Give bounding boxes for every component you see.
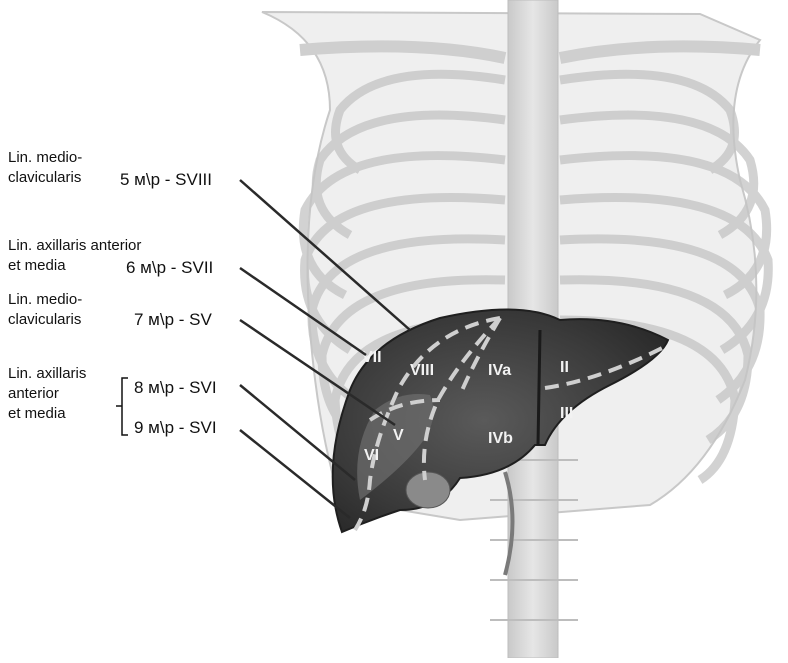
- segment-label: VI: [364, 447, 379, 464]
- segment-label: V: [393, 427, 404, 444]
- level-label: 8 м\р - SVI: [134, 378, 217, 398]
- level-label: 6 м\р - SVII: [126, 258, 213, 278]
- label-text: clavicularis: [8, 168, 82, 188]
- segment-label: VII: [362, 349, 382, 366]
- segment-label: IVb: [488, 430, 513, 447]
- level-bracket: [116, 378, 128, 435]
- label-text: anterior: [8, 384, 86, 404]
- label-text: Lin. medio-: [8, 290, 82, 310]
- segment-label: III: [560, 405, 573, 422]
- label-text: Lin. axillaris anterior: [8, 236, 141, 256]
- label-text: et media: [8, 404, 86, 424]
- line-label-axillaris-1: Lin. axillaris anterior et media: [8, 236, 141, 276]
- label-text: Lin. axillaris: [8, 364, 86, 384]
- line-label-axillaris-2: Lin. axillaris anterior et media: [8, 364, 86, 424]
- falciform-ligament: [538, 330, 540, 445]
- label-text: et media: [8, 256, 141, 276]
- level-label: 9 м\р - SVI: [134, 418, 217, 438]
- line-label-medioclavicularis-2: Lin. medio- clavicularis: [8, 290, 82, 330]
- label-text: Lin. medio-: [8, 148, 82, 168]
- segment-label: II: [560, 359, 569, 376]
- segment-label: VIII: [410, 362, 434, 379]
- level-label: 5 м\р - SVIII: [120, 170, 212, 190]
- line-label-medioclavicularis-1: Lin. medio- clavicularis: [8, 148, 82, 188]
- gallbladder: [406, 472, 450, 508]
- label-text: clavicularis: [8, 310, 82, 330]
- segment-label: IVa: [488, 362, 511, 379]
- level-label: 7 м\р - SV: [134, 310, 212, 330]
